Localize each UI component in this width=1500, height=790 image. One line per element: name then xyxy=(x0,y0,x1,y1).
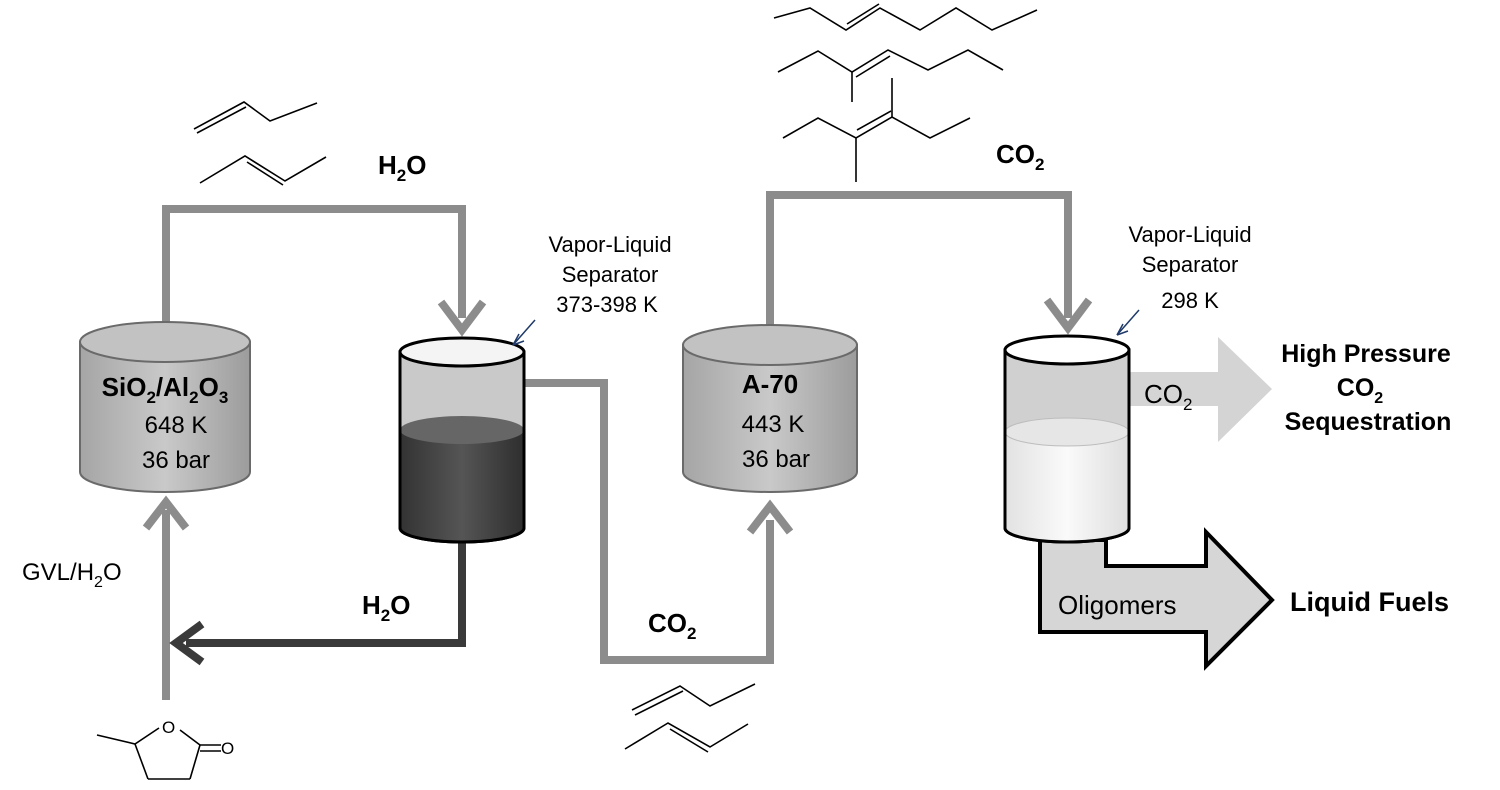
stream-oligomers: Oligomers xyxy=(1058,590,1176,620)
octene-structure-3 xyxy=(782,78,971,182)
pipe-reactor2-to-separator2 xyxy=(766,191,1072,325)
separator1-pointer xyxy=(512,319,536,346)
product-liquid-fuels: Liquid Fuels xyxy=(1290,587,1449,617)
reactor1: SiO2/Al2O3 648 K 36 bar xyxy=(79,321,251,493)
separator2-label-line1: Vapor-Liquid xyxy=(1128,222,1251,247)
reactor2-temperature: 443 K xyxy=(742,411,805,438)
separator2-pointer xyxy=(1116,309,1140,336)
arrowhead-into-reactor2 xyxy=(746,499,794,535)
molecules xyxy=(96,3,1038,780)
separator1-label-line2: Separator xyxy=(562,262,659,287)
product-sequestration-line2: CO2 xyxy=(1337,374,1384,407)
reactor1-formula: SiO2/Al2O3 xyxy=(102,372,229,407)
gvl-structure xyxy=(96,727,221,780)
reactor1-pressure: 36 bar xyxy=(142,447,210,474)
separator2-temperature: 298 K xyxy=(1161,288,1219,313)
gvl-ring-oxygen: O xyxy=(162,718,175,737)
stream-co2-bottom: CO2 xyxy=(648,608,696,643)
separator2-label-line2: Separator xyxy=(1142,252,1239,277)
separator2: Vapor-Liquid Separator 298 K xyxy=(1003,222,1252,544)
arrowhead-into-reactor1 xyxy=(142,495,190,531)
arrowhead-into-separator2 xyxy=(1043,297,1093,335)
separator1: Vapor-Liquid Separator 373-398 K xyxy=(398,232,672,544)
arrowhead-water-recycle xyxy=(169,620,205,666)
pipe-reactor1-to-separator1 xyxy=(162,205,466,322)
stream-feed: GVL/H2O xyxy=(22,559,122,591)
reactor2-pressure: 36 bar xyxy=(742,446,810,473)
octene-structure-1 xyxy=(773,3,1038,31)
reactor2-name: A-70 xyxy=(742,369,798,399)
stream-water-recycle: H2O xyxy=(362,590,410,625)
separator1-label-line1: Vapor-Liquid xyxy=(548,232,671,257)
pipes xyxy=(142,191,1093,700)
stream-co2-top: CO2 xyxy=(996,139,1044,174)
reactor1-temperature: 648 K xyxy=(145,412,208,439)
reactor2: A-70 443 K 36 bar xyxy=(682,324,858,493)
pipe-separator1-to-reactor2 xyxy=(524,379,774,664)
co2-product-arrow xyxy=(1128,337,1272,442)
stream-co2-product: CO2 xyxy=(1144,379,1192,414)
octene-structure-2 xyxy=(777,49,1004,102)
butene-2-structure-right xyxy=(624,722,749,753)
gvl-carbonyl-oxygen: O xyxy=(221,739,234,758)
oligomers-product-arrow xyxy=(1038,527,1275,671)
pipe-water-recycle xyxy=(186,540,466,647)
butene-1-structure-left xyxy=(193,101,318,134)
butene-1-structure-right xyxy=(631,683,756,716)
separator1-temperature: 373-398 K xyxy=(556,292,658,317)
stream-water-top: H2O xyxy=(378,150,426,185)
product-sequestration-line3: Sequestration xyxy=(1285,408,1452,436)
product-sequestration-line1: High Pressure xyxy=(1281,340,1451,368)
arrowhead-into-separator1 xyxy=(437,299,487,337)
butene-2-structure-left xyxy=(199,155,327,186)
